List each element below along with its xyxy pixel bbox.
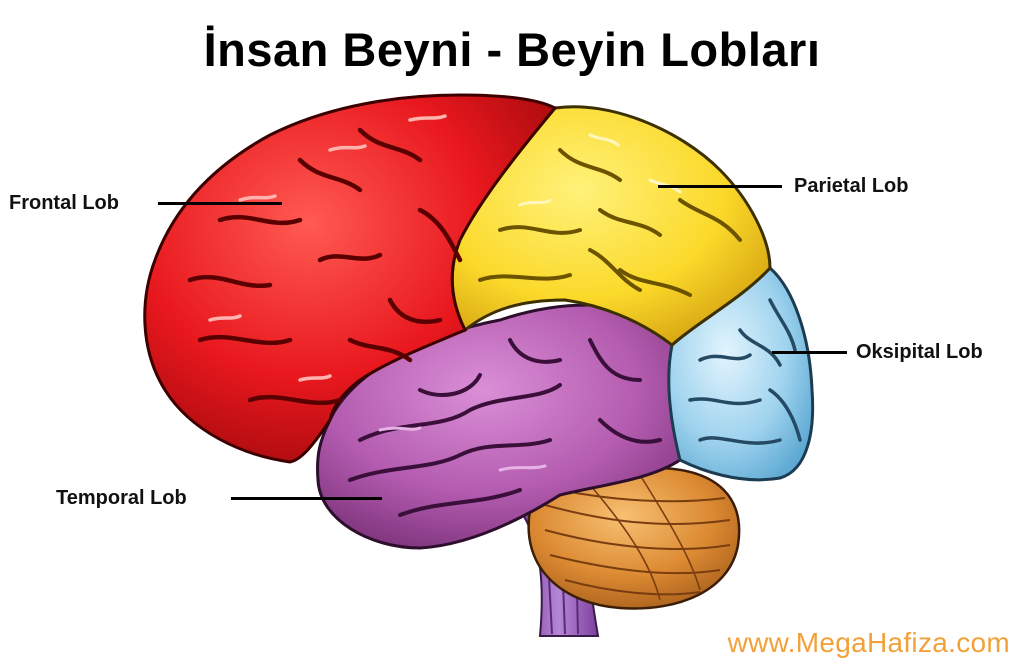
temporal-lobe-region	[316, 303, 688, 550]
site-watermark: www.MegaHafiza.com	[727, 627, 1010, 658]
temporal-lob-label: Temporal Lob	[56, 487, 187, 509]
oksipital-lob-label: Oksipital Lob	[856, 341, 983, 363]
frontal-lob-label: Frontal Lob	[9, 192, 119, 214]
occipital-leader-line	[772, 351, 847, 354]
parietal-lob-label: Parietal Lob	[794, 175, 909, 197]
frontal-lobe-region	[143, 93, 558, 464]
temporal-leader-line	[231, 497, 382, 500]
parietal-leader-line	[658, 185, 782, 188]
frontal-leader-line	[158, 202, 282, 205]
page-title: İnsan Beyni - Beyin Lobları	[203, 23, 821, 76]
